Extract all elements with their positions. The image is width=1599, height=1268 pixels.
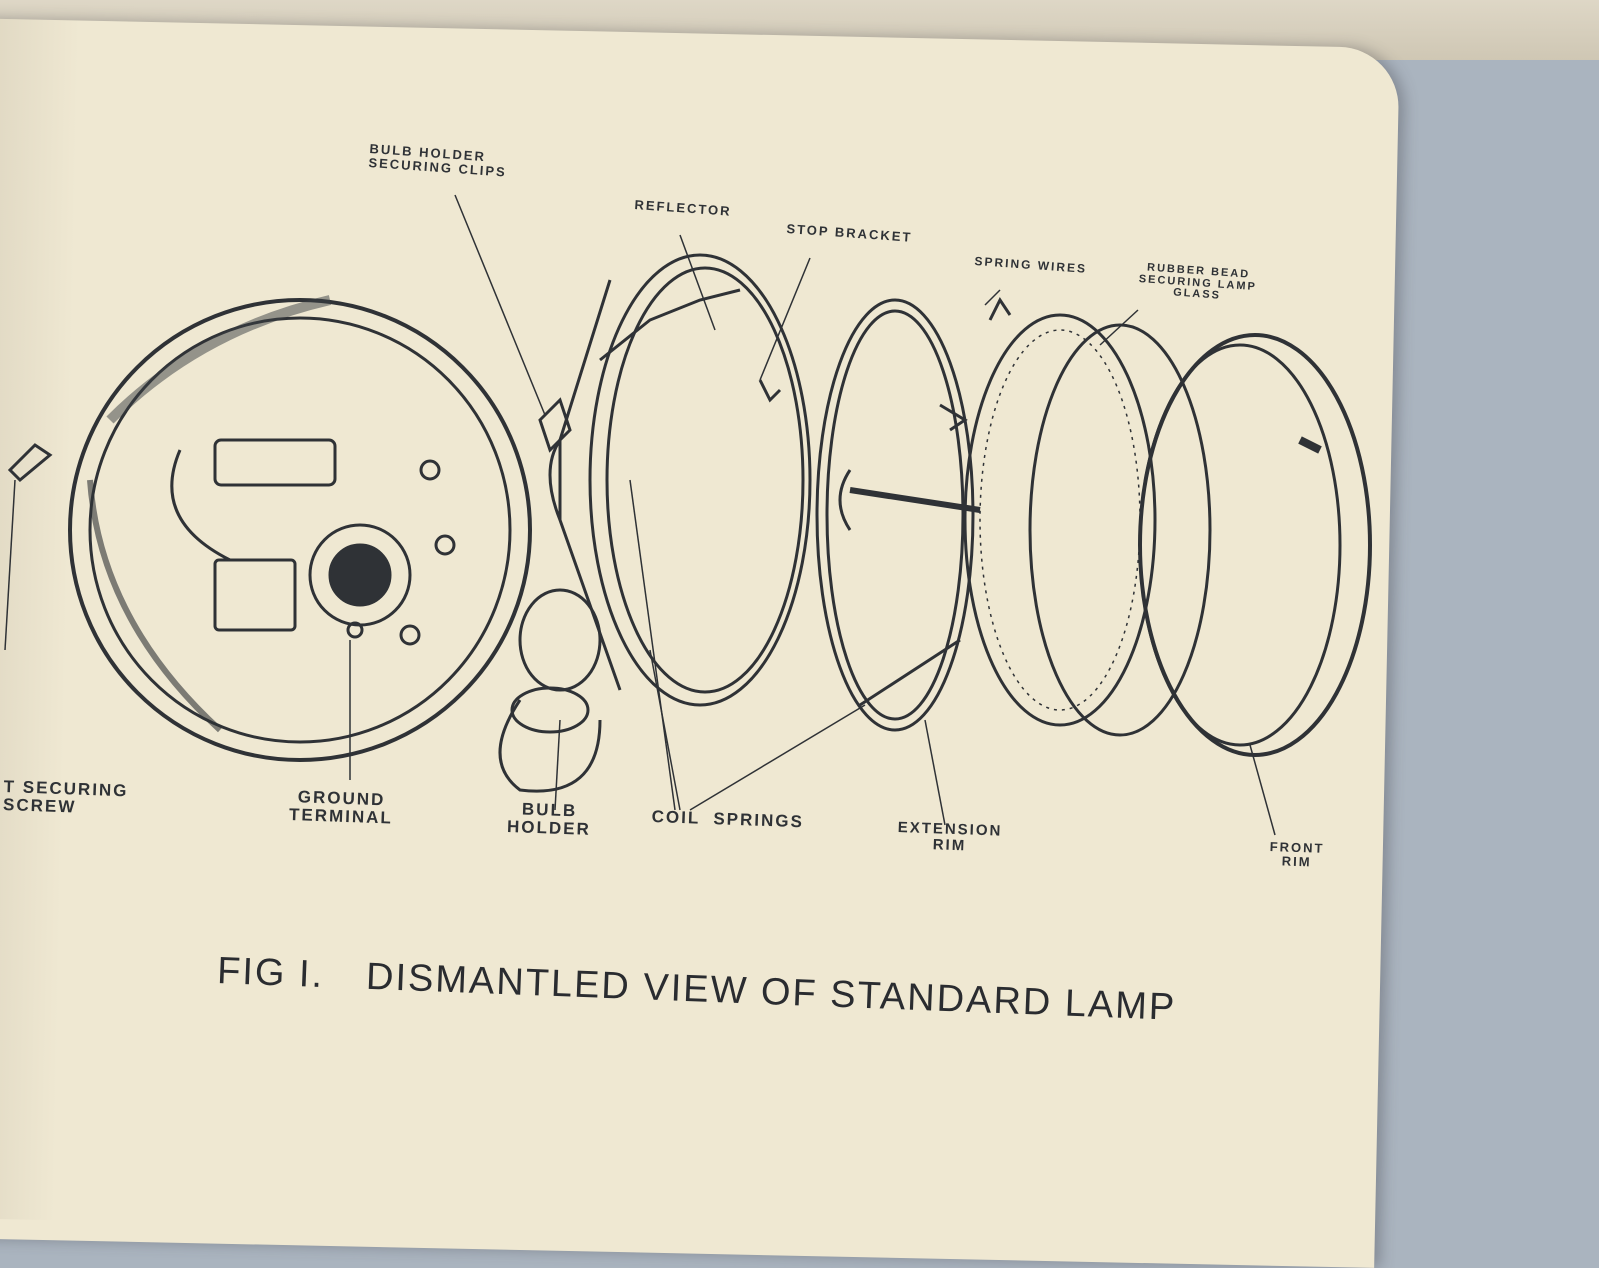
label-line: TERMINAL [288,804,394,828]
lamp-glass [963,297,1157,727]
label-bulb-holder: BULB HOLDER [506,799,592,839]
label-line: HOLDER [506,816,592,839]
extension-rim [815,298,981,732]
leader-lines [4,194,1276,836]
label-extension-rim: EXTENSION RIM [897,819,1002,855]
label-securing-screw: T SECURING SCREW [3,777,129,818]
lamp-illustration [4,194,1372,836]
reflector [538,253,812,707]
bulb-holder [498,588,602,793]
front-rim [1138,333,1372,757]
figure-number: FIG I. [216,950,325,997]
label-front-rim: FRONT RIM [1269,839,1325,870]
label-ground-terminal: GROUND TERMINAL [288,787,394,828]
lamp-body [7,295,532,762]
label-line: RIM [1281,853,1312,870]
rubber-bead [1028,323,1212,737]
